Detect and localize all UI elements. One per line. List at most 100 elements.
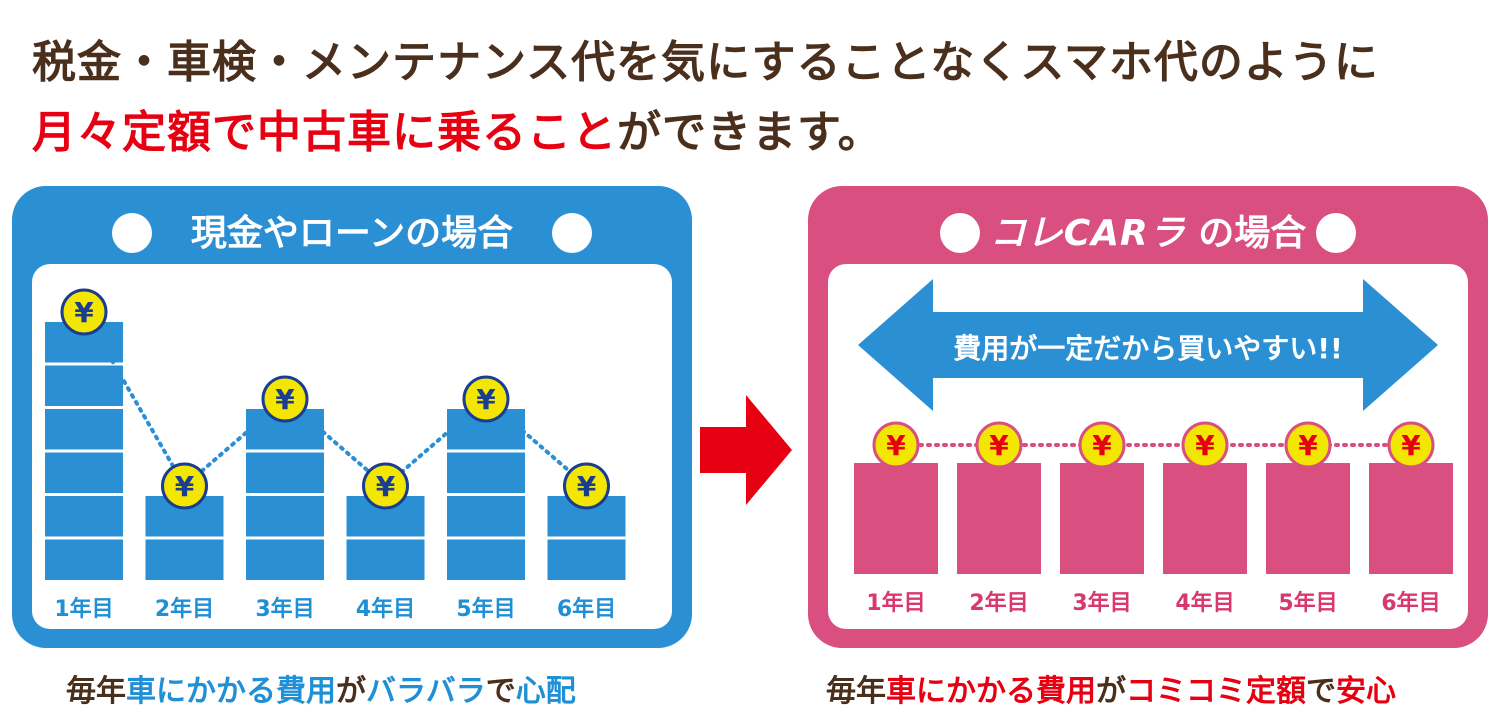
coin-symbol: ¥ <box>989 429 1009 462</box>
korecarra-logo: コレCARラ <box>989 213 1186 254</box>
x-tick-label: 5年目 <box>456 596 515 622</box>
bar-segment <box>246 539 324 580</box>
yen-coin-icon: ¥ <box>975 421 1023 469</box>
caption-segment: 車 <box>126 674 156 709</box>
cash-loan-chart: 1年目 2年目 3年目 4年目 5年目 6年目 ¥ ¥ ¥ ¥ ¥ ¥ <box>45 288 626 622</box>
headline-line1: 税金・車検・メンテナンス代を気にすることなくスマホ代のように <box>32 37 1379 88</box>
bar-segment <box>45 365 123 406</box>
bar <box>246 409 324 580</box>
cash-loan-chart-area: 1年目 2年目 3年目 4年目 5年目 6年目 ¥ ¥ ¥ ¥ ¥ ¥ <box>32 264 672 629</box>
caption-segment: 車 <box>886 674 916 709</box>
title-dot-left <box>112 213 152 253</box>
coin-symbol: ¥ <box>476 383 496 416</box>
x-tick-label: 6年目 <box>557 596 616 622</box>
caption-segment: が <box>1096 674 1126 709</box>
bar-segment <box>45 539 123 580</box>
bar-segment <box>547 539 626 580</box>
x-tick-label: 1年目 <box>54 596 113 622</box>
caption-segment: にかかる <box>916 674 1036 709</box>
headline-line2: 月々定額で中古車に乗ることができます。 <box>32 96 883 160</box>
coin-symbol: ¥ <box>74 296 94 329</box>
cash-loan-caption: 毎年車にかかる費用がバラバラで心配 <box>66 666 576 710</box>
bar-segment <box>447 496 525 537</box>
title-dot-left <box>940 213 980 253</box>
caption-segment: 心配 <box>515 674 576 709</box>
korecarra-title: コレCARラ の場合 <box>808 204 1488 256</box>
bar-segment <box>45 496 123 537</box>
korecarra-title-suffix: の場合 <box>1198 213 1307 254</box>
bar <box>957 463 1041 574</box>
yen-coin-icon: ¥ <box>60 288 108 336</box>
x-tick-label: 6年目 <box>1381 590 1440 616</box>
caption-segment: 費用 <box>1036 674 1096 709</box>
bar <box>45 322 123 580</box>
right-arrow-icon <box>700 395 792 505</box>
x-tick-label: 2年目 <box>155 596 214 622</box>
banner-text: 費用が一定だから買いやすい!! <box>953 332 1343 365</box>
x-tick-label: 5年目 <box>1278 590 1337 616</box>
yen-coin-icon: ¥ <box>1078 421 1126 469</box>
bar-segment <box>246 452 324 493</box>
x-tick-label: 4年目 <box>1175 590 1234 616</box>
yen-coin-icon: ¥ <box>563 462 610 510</box>
coin-symbol: ¥ <box>886 429 906 462</box>
korecarra-chart: 費用が一定だから買いやすい!! 1年目 2年目 3年目 4年目 5年目 6年目 ¥ ¥ ¥ ¥ ¥ ¥ <box>854 279 1453 616</box>
bar <box>145 496 224 580</box>
caption-segment: コミコミ定額 <box>1126 674 1306 709</box>
bar <box>1369 463 1453 574</box>
coin-symbol: ¥ <box>175 470 195 503</box>
bar <box>1266 463 1350 574</box>
cash-loan-title: 現金やローンの場合 <box>190 213 514 254</box>
bar <box>854 463 938 574</box>
x-tick-label: 3年目 <box>255 596 314 622</box>
coin-symbol: ¥ <box>1298 429 1318 462</box>
yen-coin-icon: ¥ <box>872 421 920 469</box>
cash-loan-panel: 現金やローンの場合 1年目 2年目 3年目 4年目 5年目 6年目 ¥ ¥ ¥ ¥ ¥ ¥ <box>12 186 692 648</box>
bar <box>1163 463 1247 574</box>
double-arrow-banner <box>858 279 1438 411</box>
yen-coin-icon: ¥ <box>261 375 309 423</box>
title-dot-right <box>1316 213 1356 253</box>
caption-segment: 安心 <box>1336 674 1396 709</box>
caption-segment: 毎年 <box>826 674 886 709</box>
yen-coin-icon: ¥ <box>161 462 208 510</box>
bar-segment <box>145 539 224 580</box>
coin-symbol: ¥ <box>1092 429 1112 462</box>
yen-coin-icon: ¥ <box>1181 421 1229 469</box>
bar <box>447 409 525 580</box>
yen-coin-icon: ¥ <box>1284 421 1332 469</box>
korecarra-caption: 毎年車にかかる費用がコミコミ定額で安心 <box>826 666 1396 710</box>
bar-segment <box>45 452 123 493</box>
bar-segment <box>45 409 123 450</box>
coin-symbol: ¥ <box>275 383 295 416</box>
korecarra-panel: コレCARラ の場合 費用が一定だから買いやすい!! 1年目 2年目 3年目 4年目 5… <box>808 186 1488 648</box>
headline-line2-rest: ができます。 <box>617 107 883 158</box>
caption-segment: バラバラ <box>366 674 486 709</box>
x-tick-label: 3年目 <box>1072 590 1131 616</box>
yen-coin-icon: ¥ <box>462 375 510 423</box>
bar-segment <box>447 452 525 493</box>
korecarra-chart-area: 費用が一定だから買いやすい!! 1年目 2年目 3年目 4年目 5年目 6年目 ¥ ¥ ¥ ¥ ¥ ¥ <box>828 264 1468 629</box>
coin-symbol: ¥ <box>376 470 396 503</box>
bar-segment <box>246 496 324 537</box>
bar-segment <box>447 539 525 580</box>
title-dot-right <box>552 213 592 253</box>
caption-segment: が <box>336 674 366 709</box>
bar <box>547 496 626 580</box>
coin-symbol: ¥ <box>1401 429 1421 462</box>
caption-segment: 費用 <box>276 674 336 709</box>
yen-coin-icon: ¥ <box>362 462 409 510</box>
x-tick-label: 4年目 <box>356 596 415 622</box>
coin-symbol: ¥ <box>577 470 597 503</box>
x-tick-label: 2年目 <box>969 590 1028 616</box>
caption-segment: で <box>1306 674 1336 709</box>
bar <box>1060 463 1144 574</box>
caption-segment: にかかる <box>156 674 276 709</box>
bar-segment <box>346 539 425 580</box>
caption-segment: で <box>485 674 516 709</box>
x-tick-label: 1年目 <box>866 590 925 616</box>
caption-segment: 毎年 <box>66 674 126 709</box>
headline-line2-emphasis: 月々定額で中古車に乗ること <box>32 107 617 158</box>
trend-line <box>82 310 589 490</box>
